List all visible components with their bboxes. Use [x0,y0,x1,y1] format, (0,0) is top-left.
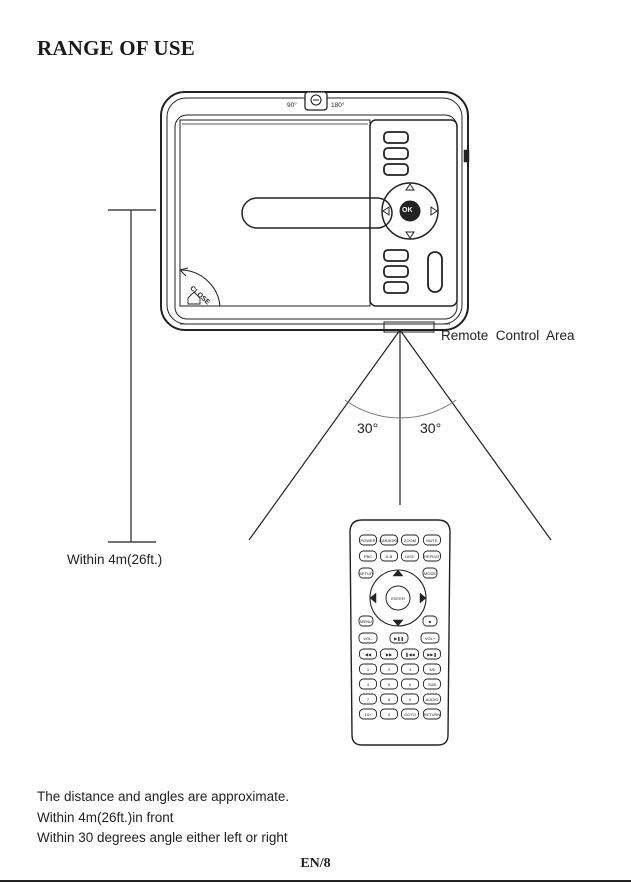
remote-button [380,708,398,720]
remote-button-label: A-B [386,554,393,559]
remote-button [358,615,374,627]
remote-area-label: Remote Control Area [441,328,575,343]
remote-button [423,708,441,720]
remote-button [401,550,419,562]
remote-button [380,693,398,705]
remote-button-label: RETURN [424,712,441,717]
note-line: Within 4m(26ft.)in front [37,809,174,825]
remote-button-label: DISC [405,554,415,559]
angle-mark-90: 90° [287,102,297,109]
remote-button-grid: POWER KARAOKE ZOOM MUTE PBC A-B DISC REPEAT SETU… [358,534,441,720]
remote-button-label: PBC [364,554,372,559]
remote-drawing [349,519,451,746]
remote-button [422,615,438,627]
remote-button [423,693,441,705]
footer-rule [0,880,631,882]
remote-button [401,708,419,720]
remote-button-label: 10+ [365,712,372,717]
remote-button-label: 1 [367,667,370,672]
remote-button [359,693,377,705]
remote-button-label: 8 [388,697,391,702]
remote-button [423,534,441,546]
remote-button [423,678,441,690]
enter-label: ENTER [391,596,405,601]
note-line: The distance and angles are approximate. [37,789,290,804]
angle-mark-180: 180° [331,102,345,109]
remote-button [358,567,374,579]
remote-button-label: MUTE [426,538,438,543]
remote-button [401,678,419,690]
remote-button [380,648,398,660]
remote-button [423,648,441,660]
remote-button [359,678,377,690]
remote-button-label: 3 [409,667,412,672]
dvd-player-drawing [160,91,470,333]
remote-button-label: AUDIO [426,697,439,702]
hinge-knob-icon [304,91,328,111]
remote-button [359,534,377,546]
remote-button [401,648,419,660]
remote-button-label: REPEAT [424,554,440,559]
remote-button [380,534,398,546]
page-heading: RANGE OF USE [37,36,195,60]
remote-button [420,632,440,644]
remote-button [423,663,441,675]
remote-button-label: GOTO [404,712,416,717]
remote-button-label: 4/6 [429,667,435,672]
remote-button-label: MENU [360,619,372,624]
remote-button [401,534,419,546]
remote-button-label: 5 [388,682,391,687]
remote-button-label: SUB [428,682,437,687]
reception-cone [248,329,552,541]
remote-button [401,663,419,675]
remote-button [422,567,438,579]
remote-button [359,550,377,562]
remote-button [380,678,398,690]
remote-button [380,663,398,675]
remote-button-label: ◀◀ [365,652,372,657]
remote-button [401,693,419,705]
remote-button-label: MODE [424,571,436,576]
remote-button-label: ▶▶❚ [427,652,437,657]
note-line: Within 30 degrees angle either left or r… [37,830,288,845]
remote-button-label: ZOOM [404,538,416,543]
remote-button-label: 0 [388,712,391,717]
remote-button-label: 2 [388,667,391,672]
remote-button-label: ❚◀◀ [405,652,415,657]
remote-button-label: POWER [360,538,375,543]
remote-button-label: ■ [429,619,432,624]
remote-button-label: KARAOKE [379,538,399,543]
remote-button [380,550,398,562]
notes-block: The distance and angles are approximate.… [37,787,289,849]
remote-button [423,550,441,562]
remote-button-label: 4 [367,682,370,687]
remote-button [359,648,377,660]
remote-button [359,708,377,720]
distance-indicator [108,209,156,543]
ok-label: OK [402,207,413,214]
angle-left-label: 30° [357,420,379,436]
remote-button-label: 6 [409,682,412,687]
remote-button-label: VOL- [363,636,373,641]
distance-label: Within 4m(26ft.) [67,552,163,567]
angle-right-label: 30° [420,420,442,436]
remote-button-label: ▶❚❚ [394,636,404,641]
remote-button-label: SETUP [359,571,373,576]
remote-button-label: VOL+ [425,636,436,641]
remote-button-label: ▶▶ [386,652,393,657]
remote-button-label: 7 [367,697,370,702]
remote-button [358,632,378,644]
remote-button-label: 9 [409,697,412,702]
remote-button [359,663,377,675]
page-number: EN/8 [300,856,331,871]
remote-button [389,632,409,644]
